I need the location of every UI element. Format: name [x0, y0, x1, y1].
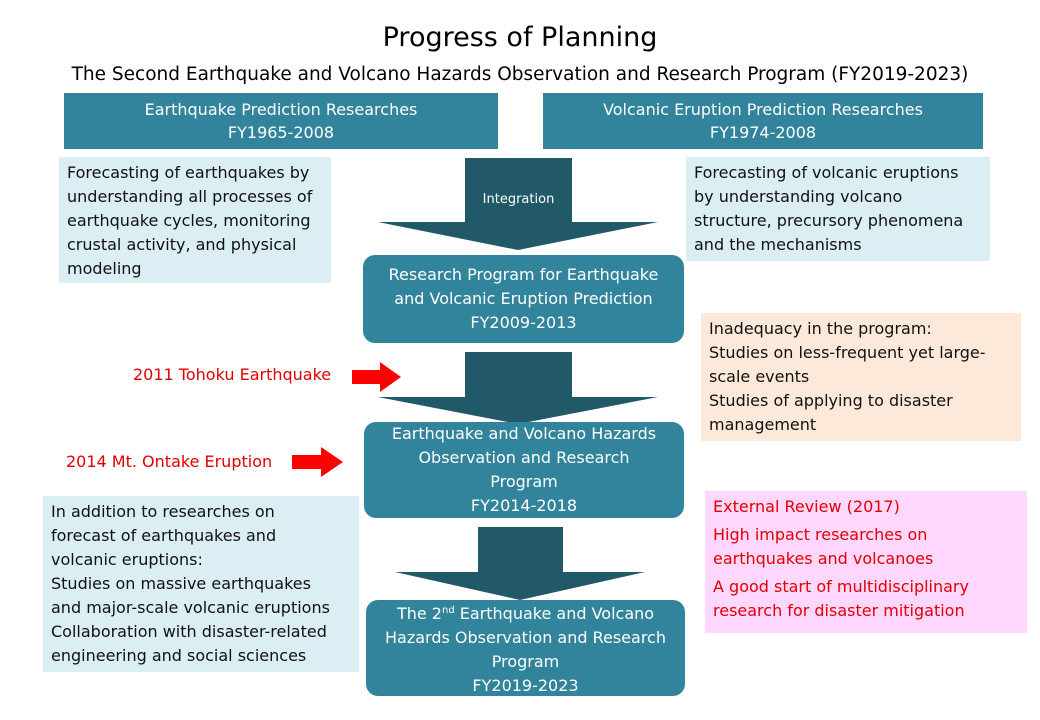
event-arrow-tohoku: [352, 362, 401, 392]
integration-label: Integration: [482, 192, 555, 207]
page-title: Progress of Planning: [382, 22, 658, 53]
note-line: structure, precursory phenomena: [694, 211, 964, 230]
external-review-note: External Review (2017) High impact resea…: [705, 491, 1027, 633]
note-line: High impact researches on: [713, 525, 928, 544]
event-tohoku: 2011 Tohoku Earthquake: [133, 365, 332, 384]
volcano-note: Forecasting of volcanic eruptions by und…: [686, 157, 990, 261]
note-line: forecast of earthquakes and: [51, 526, 277, 545]
note-line: crustal activity, and physical: [67, 235, 297, 254]
program-line: FY2009-2013: [470, 313, 577, 332]
program-line: Program: [491, 651, 560, 671]
review-title: External Review (2017): [713, 497, 900, 516]
program-box-2019: The 2nd Earthquake and Volcano Hazards O…: [366, 600, 685, 696]
note-line: In addition to researches on: [51, 502, 275, 521]
note-line: management: [709, 415, 817, 434]
note-line: engineering and social sciences: [51, 646, 307, 665]
inadequacy-note: Inadequacy in the program: Studies on le…: [701, 313, 1021, 441]
program-box-2009: Research Program for Earthquake and Volc…: [363, 255, 684, 343]
note-line: Forecasting of earthquakes by: [67, 163, 310, 182]
program-line: Research Program for Earthquake: [388, 265, 659, 284]
integration-arrow: [378, 158, 658, 250]
note-line: understanding all processes of: [67, 187, 313, 206]
note-line: scale events: [709, 367, 810, 386]
addition-note: In addition to researches on forecast of…: [43, 496, 359, 672]
note-line: Studies on massive earthquakes: [51, 574, 311, 593]
note-line: research for disaster mitigation: [713, 601, 965, 620]
note-line: Studies of applying to disaster: [709, 391, 953, 410]
note-line: volcanic eruptions:: [51, 550, 203, 569]
program-box-2014: Earthquake and Volcano Hazards Observati…: [364, 422, 684, 518]
earthquake-header-period: FY1965-2008: [227, 123, 335, 142]
note-line: Studies on less-frequent yet large-: [709, 343, 986, 362]
note-line: Collaboration with disaster-related: [51, 622, 327, 641]
program-line: Observation and Research: [418, 448, 630, 467]
volcano-header: Volcanic Eruption Prediction Researches …: [543, 93, 983, 149]
program-line-suffix: Earthquake and Volcano: [454, 603, 655, 623]
program-line: Hazards Observation and Research: [384, 627, 666, 647]
transition-arrow-1: [378, 352, 658, 424]
program-line: Program: [490, 472, 558, 491]
program-line-first: The 2nd Earthquake and Volcano: [397, 599, 654, 626]
note-line: by understanding volcano: [694, 187, 903, 206]
transition-arrow-2: [395, 527, 645, 600]
volcano-header-period: FY1974-2008: [709, 123, 817, 142]
program-line: and Volcanic Eruption Prediction: [394, 289, 653, 308]
volcano-header-name: Volcanic Eruption Prediction Researches: [603, 100, 923, 119]
page-subtitle: The Second Earthquake and Volcano Hazard…: [71, 64, 969, 85]
note-line: Forecasting of volcanic eruptions: [694, 163, 959, 182]
program-line: FY2014-2018: [470, 496, 578, 515]
earthquake-header: Earthquake Prediction Researches FY1965-…: [64, 93, 498, 149]
note-line: Inadequacy in the program:: [709, 319, 932, 338]
note-line: earthquake cycles, monitoring: [67, 211, 311, 230]
program-line: Earthquake and Volcano Hazards: [391, 424, 657, 443]
note-line: and major-scale volcanic eruptions: [51, 598, 330, 617]
note-line: A good start of multidisciplinary: [713, 577, 969, 596]
note-line: earthquakes and volcanoes: [713, 549, 934, 568]
note-line: and the mechanisms: [694, 235, 862, 254]
ordinal-suffix: nd: [441, 604, 455, 616]
earthquake-note: Forecasting of earthquakes by understand…: [59, 157, 331, 283]
event-arrow-ontake: [292, 447, 343, 477]
note-line: modeling: [67, 259, 142, 278]
event-ontake: 2014 Mt. Ontake Eruption: [66, 452, 273, 471]
program-line: FY2019-2023: [472, 675, 579, 695]
earthquake-header-name: Earthquake Prediction Researches: [144, 100, 418, 119]
program-line-prefix: The 2: [396, 603, 442, 623]
